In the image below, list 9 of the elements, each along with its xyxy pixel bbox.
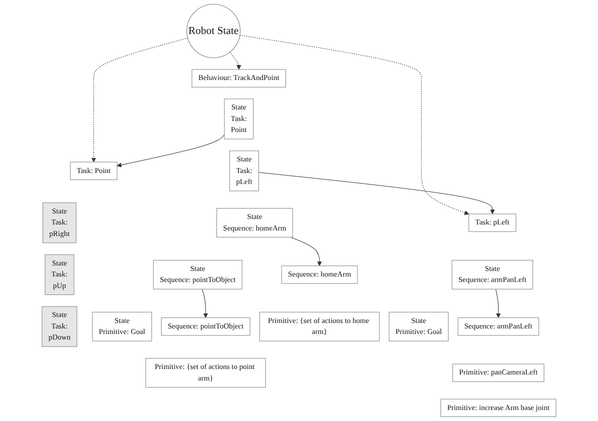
node-circle: Robot State <box>186 4 240 58</box>
arrow <box>116 134 225 168</box>
arrow <box>230 52 242 70</box>
arrow <box>240 34 470 215</box>
arrow <box>290 236 322 266</box>
arrow <box>495 288 501 318</box>
arrow <box>91 38 188 162</box>
arrow <box>202 288 208 318</box>
arrow <box>258 172 495 214</box>
